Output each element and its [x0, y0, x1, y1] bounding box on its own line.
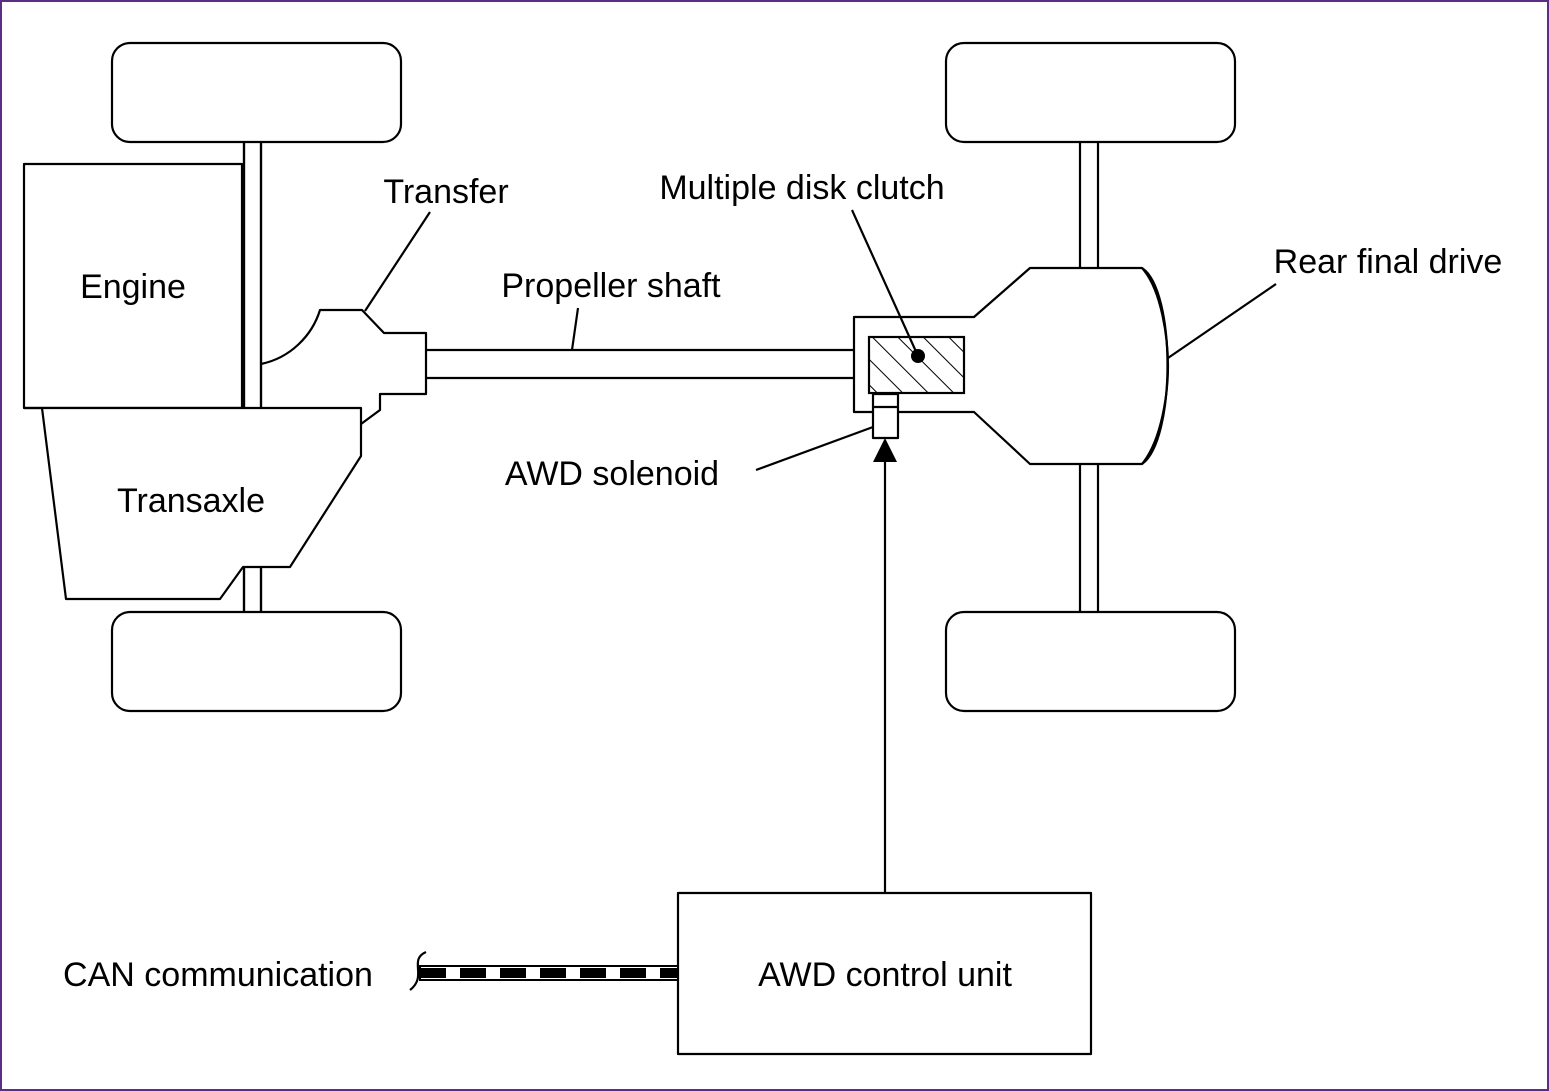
label-awd-control-unit: AWD control unit: [758, 956, 1012, 994]
label-propeller-shaft: Propeller shaft: [501, 267, 721, 305]
rear-left-wheel: [944, 41, 1237, 144]
label-awd-solenoid: AWD solenoid: [505, 455, 719, 493]
solenoid-leader: [755, 425, 874, 472]
awd-control-unit-box: [676, 891, 1093, 1056]
transfer-body: [260, 308, 428, 425]
transfer-leader: [364, 211, 431, 312]
front-right-wheel: [110, 610, 403, 713]
rear-final-drive-leader: [1167, 283, 1277, 359]
propeller-shaft-leader: [570, 307, 580, 351]
engine-block: [22, 162, 244, 410]
label-engine: Engine: [80, 268, 186, 306]
label-rear-final-drive: Rear final drive: [1274, 243, 1503, 281]
transaxle-body: [24, 406, 363, 601]
rear-axle: [1078, 142, 1100, 612]
label-transfer: Transfer: [383, 173, 508, 211]
label-transaxle: Transaxle: [117, 482, 265, 520]
label-multiple-disk-clutch: Multiple disk clutch: [659, 169, 944, 207]
label-can-communication: CAN communication: [63, 956, 373, 994]
awd-solenoid: [871, 392, 900, 440]
multiple-disk-clutch: [867, 335, 966, 395]
can-communication-line: [409, 950, 679, 991]
rear-right-wheel: [944, 610, 1237, 713]
propeller-shaft: [426, 348, 854, 380]
front-left-wheel: [110, 41, 403, 144]
control-signal-arrowhead: [873, 438, 897, 462]
clutch-leader: [850, 209, 920, 357]
